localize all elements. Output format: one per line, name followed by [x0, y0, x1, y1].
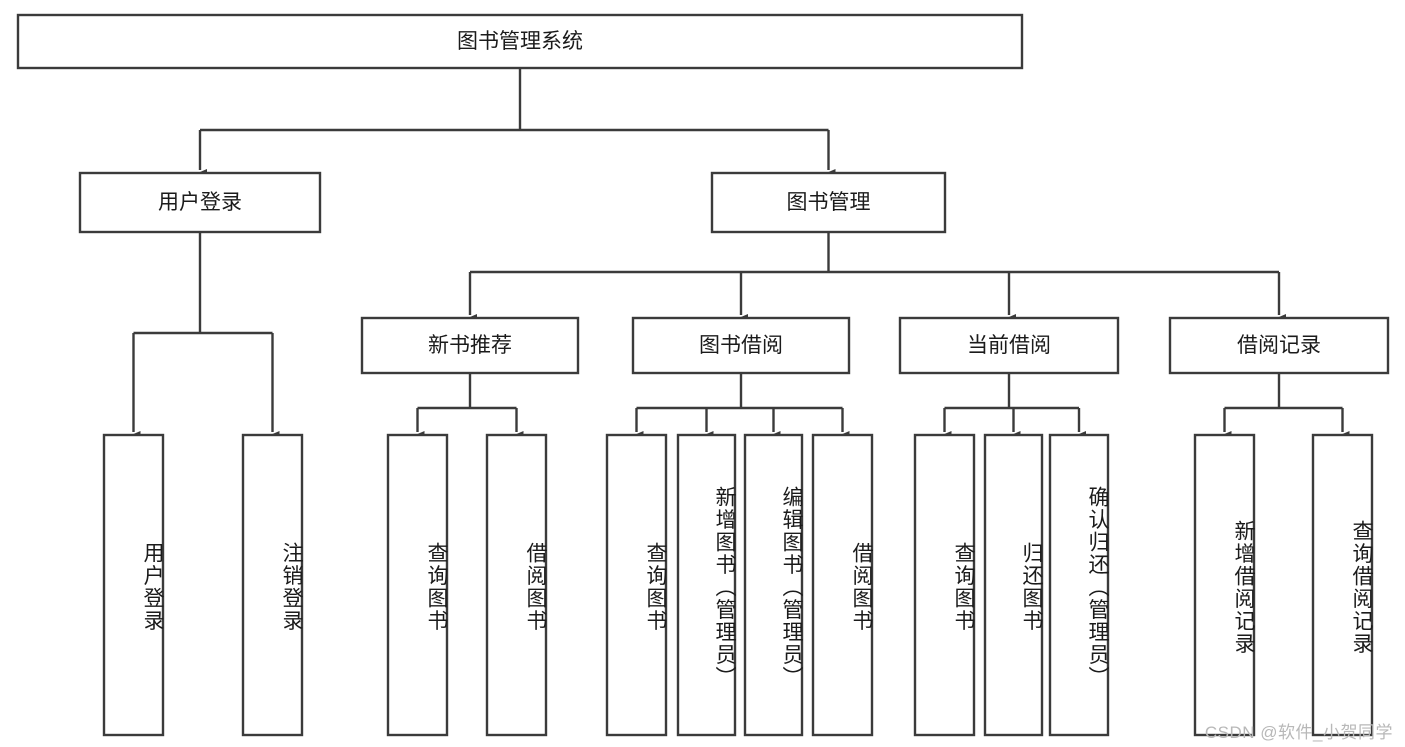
node-box-leaf-query-record[interactable]: [1311, 433, 1374, 737]
node-box-leaf-confirm-return[interactable]: [1048, 433, 1110, 737]
node-label-book-manage: 图书管理: [787, 191, 871, 214]
node-box-current-borrow[interactable]: [898, 316, 1120, 375]
node-label-borrow-record: 借阅记录: [1237, 334, 1321, 357]
watermark: CSDN @软件_小贺同学: [1204, 723, 1393, 742]
node-box-leaf-query-book-1[interactable]: [386, 433, 449, 737]
node-box-book-manage[interactable]: [710, 171, 947, 234]
node-box-root[interactable]: [16, 13, 1024, 70]
node-box-leaf-user-logout[interactable]: [241, 433, 304, 737]
node-box-book-borrow[interactable]: [631, 316, 851, 375]
node-label-user-login: 用户登录: [158, 191, 242, 214]
boxes-group: [16, 13, 1390, 737]
node-label-current-borrow: 当前借阅: [967, 334, 1051, 357]
node-box-leaf-add-record[interactable]: [1193, 433, 1256, 737]
node-box-leaf-edit-book[interactable]: [743, 433, 804, 737]
connectors-group: [126, 68, 1350, 443]
node-box-leaf-borrow-book-1[interactable]: [485, 433, 548, 737]
node-box-new-book-rec[interactable]: [360, 316, 580, 375]
node-box-leaf-return-book[interactable]: [983, 433, 1044, 737]
node-box-leaf-user-login[interactable]: [102, 433, 165, 737]
node-box-user-login[interactable]: [78, 171, 322, 234]
node-label-root: 图书管理系统: [457, 30, 583, 53]
node-label-book-borrow: 图书借阅: [699, 334, 783, 357]
node-box-leaf-query-book-3[interactable]: [913, 433, 976, 737]
node-box-leaf-add-book[interactable]: [676, 433, 737, 737]
node-box-leaf-query-book-2[interactable]: [605, 433, 668, 737]
node-box-leaf-borrow-book-2[interactable]: [811, 433, 874, 737]
node-box-borrow-record[interactable]: [1168, 316, 1390, 375]
node-label-new-book-rec: 新书推荐: [428, 334, 512, 357]
